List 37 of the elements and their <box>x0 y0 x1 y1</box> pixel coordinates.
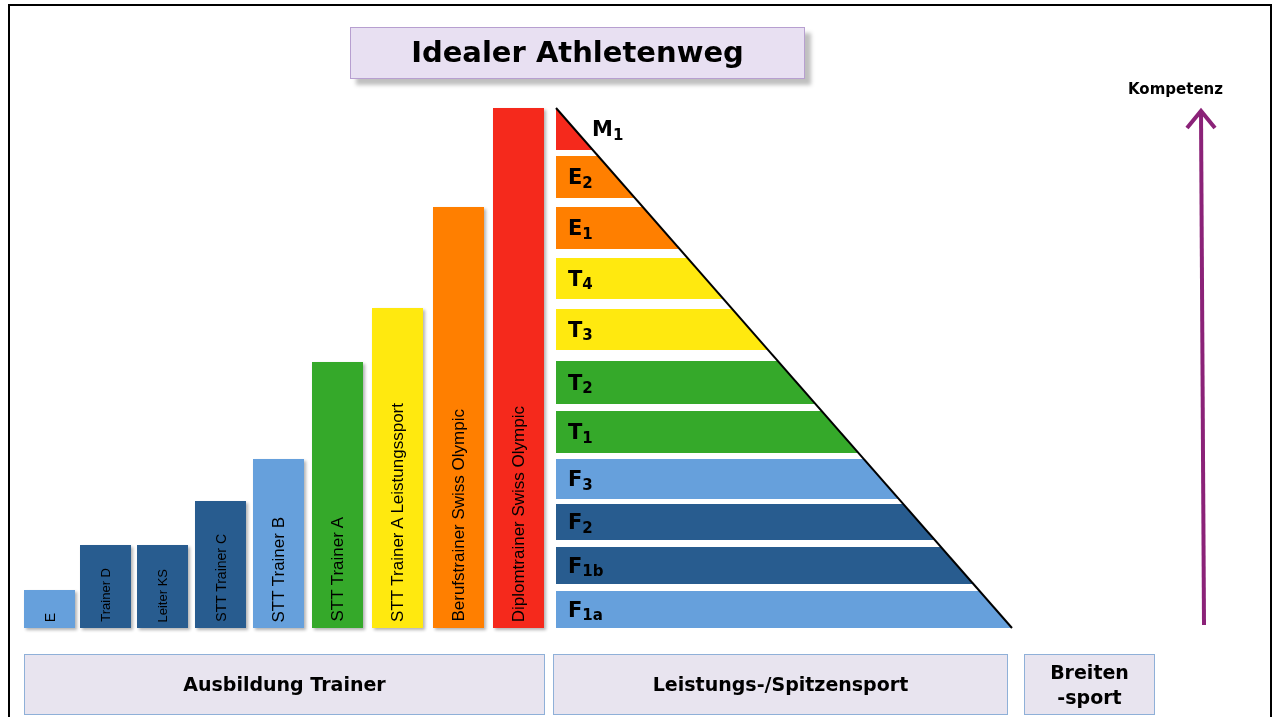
bar-label: Leiter KS <box>156 568 169 622</box>
level-label: E$_{2}$ <box>568 166 593 188</box>
level-bar <box>253 459 304 628</box>
bar-label: STT Trainer A Leistungssport <box>389 403 406 622</box>
bar-label: STT Trainer C <box>213 534 228 622</box>
axis-label: Kompetenz <box>1128 79 1223 100</box>
level-bar <box>24 590 75 628</box>
level-bar <box>80 545 131 628</box>
level-label: F$_{1a}$ <box>568 599 603 620</box>
level-bar <box>372 308 423 628</box>
category-box <box>24 654 545 715</box>
level-label: F$_{1b}$ <box>568 555 604 576</box>
level-bar <box>433 207 484 628</box>
category-label: Leistungs-/Spitzensport <box>652 672 909 697</box>
bar-label: Diplomtrainer Swiss Olympic <box>510 405 527 622</box>
bar-label: STT Trainer B <box>270 516 287 622</box>
title-banner: Idealer Athletenweg <box>350 27 805 79</box>
bar-label: STT Trainer A <box>329 517 346 622</box>
level-label: T$_{4}$ <box>568 268 593 289</box>
category-label: Breiten -sport <box>1049 659 1130 710</box>
category-label: Ausbildung Trainer <box>183 672 386 697</box>
level-label: E$_{1}$ <box>568 217 593 239</box>
level-bar <box>137 545 188 628</box>
level-bar <box>312 362 363 628</box>
level-label: T$_{1}$ <box>568 421 593 443</box>
level-label: T$_{2}$ <box>568 372 593 393</box>
level-label: F$_{2}$ <box>568 511 593 533</box>
category-box <box>1024 654 1155 715</box>
bar-label: Berufstrainer Swiss Olympic <box>450 409 467 622</box>
level-label: T$_{3}$ <box>568 319 593 340</box>
category-box <box>553 654 1008 715</box>
level-bar <box>195 501 246 628</box>
bar-label: E <box>42 612 57 622</box>
bar-label: Trainer D <box>99 568 112 622</box>
level-bar <box>493 108 544 628</box>
level-label: M$_{1}$ <box>592 118 624 140</box>
level-label: F$_{3}$ <box>568 468 593 490</box>
